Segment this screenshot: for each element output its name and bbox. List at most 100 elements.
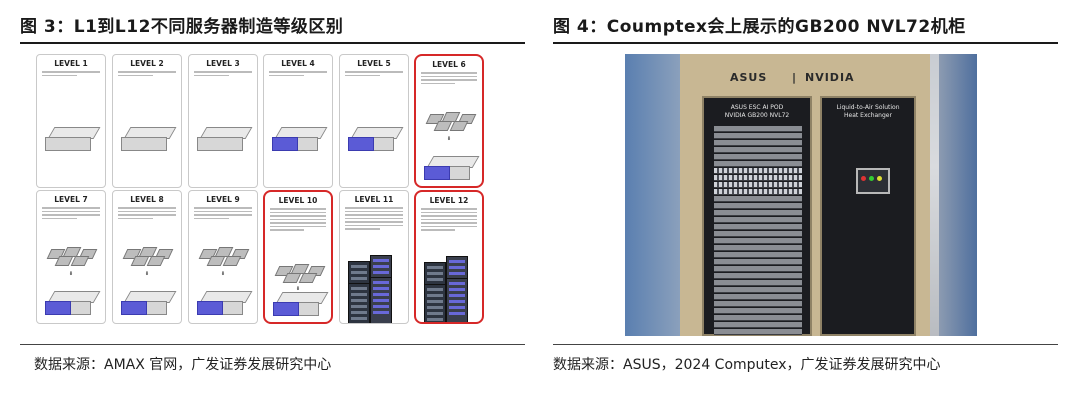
server-chassis-icon xyxy=(197,291,253,315)
right-rack-door: Liquid-to-Air Solution Heat Exchanger xyxy=(820,96,916,336)
level-card-title: LEVEL 11 xyxy=(354,195,394,204)
level-card-description xyxy=(269,71,327,76)
server-chassis-icon xyxy=(121,291,177,315)
down-arrow-icon: ⬇ xyxy=(68,271,74,277)
figure-4-bottom-rule xyxy=(553,344,1058,345)
server-chassis-icon xyxy=(45,291,101,315)
server-chassis-icon xyxy=(272,127,328,151)
server-chassis-icon xyxy=(45,127,101,151)
server-chassis-icon xyxy=(424,156,480,180)
left-door-label-line-2: NVIDIA GB200 NVL72 xyxy=(724,112,790,119)
server-tray xyxy=(714,329,802,335)
right-door-label-line-1: Liquid-to-Air Solution xyxy=(836,104,900,111)
level-card-description xyxy=(42,207,100,219)
server-tray xyxy=(714,273,802,279)
level-card-title: LEVEL 1 xyxy=(54,59,88,68)
server-tray xyxy=(714,196,802,202)
server-tray xyxy=(714,133,802,139)
server-tray xyxy=(714,154,802,160)
server-tray xyxy=(714,161,802,167)
left-rack-door: ASUS ESC AI POD NVIDIA GB200 NVL72 xyxy=(702,96,812,336)
level-card-title: LEVEL 4 xyxy=(281,59,315,68)
server-tray xyxy=(714,322,802,328)
server-tray xyxy=(714,140,802,146)
server-chassis-icon xyxy=(197,127,253,151)
level-card-7: LEVEL 7 ⬇ xyxy=(36,190,106,324)
right-door-label-line-2: Heat Exchanger xyxy=(844,112,892,119)
level-card-12: LEVEL 12 xyxy=(414,190,484,324)
level-card-1: LEVEL 1 xyxy=(36,54,106,188)
server-tray xyxy=(714,182,802,188)
server-tray xyxy=(714,224,802,230)
down-arrow-icon: ⬇ xyxy=(446,136,452,142)
server-tray xyxy=(714,287,802,293)
server-tray xyxy=(714,189,802,195)
level-card-description xyxy=(345,207,403,230)
level-card-title: LEVEL 6 xyxy=(432,60,466,69)
level-card-description xyxy=(421,72,477,84)
component-parts-icon xyxy=(198,247,250,266)
server-tray xyxy=(714,259,802,265)
rack-icon xyxy=(446,278,468,322)
server-tray xyxy=(714,315,802,321)
level-card-description xyxy=(194,207,252,219)
level-card-title: LEVEL 10 xyxy=(278,196,318,205)
level-card-title: LEVEL 9 xyxy=(206,195,240,204)
server-tray xyxy=(714,168,802,174)
component-parts-icon xyxy=(122,247,174,266)
level-card-title: LEVEL 2 xyxy=(130,59,164,68)
level-card-6: LEVEL 6 ⬇ xyxy=(414,54,484,188)
level-card-description xyxy=(421,208,477,231)
green-indicator-icon xyxy=(869,176,874,181)
heat-exchanger-control-panel xyxy=(856,168,890,194)
nvidia-logo: NVIDIA xyxy=(805,71,855,84)
down-arrow-icon: ⬇ xyxy=(220,271,226,277)
red-indicator-icon xyxy=(861,176,866,181)
server-tray xyxy=(714,266,802,272)
component-parts-icon xyxy=(46,247,98,266)
server-tray xyxy=(714,245,802,251)
level-card-description xyxy=(118,207,176,219)
level-card-3: LEVEL 3 xyxy=(188,54,258,188)
component-parts-icon xyxy=(425,112,477,131)
logo-separator: | xyxy=(792,71,798,84)
server-tray xyxy=(714,217,802,223)
level-card-description xyxy=(118,71,176,76)
level-card-10: LEVEL 10 ⬇ xyxy=(263,190,333,324)
level-card-description xyxy=(345,71,403,76)
server-tray xyxy=(714,238,802,244)
server-level-grid: LEVEL 1 LEVEL 2 LEVEL 3 LEVEL 4 LEVEL 5 LEVEL… xyxy=(36,52,486,334)
figure-3-source: 数据来源：AMAX 官网，广发证券发展研究中心 xyxy=(34,357,332,373)
cabinet-frame: ASUS | NVIDIA ASUS ESC AI POD NVIDIA GB2… xyxy=(680,54,930,336)
left-door-label-line-1: ASUS ESC AI POD xyxy=(730,104,784,111)
figure-3-title-rule xyxy=(20,42,525,44)
rack-icon xyxy=(370,277,392,323)
level-card-description xyxy=(194,71,252,76)
server-tray xyxy=(714,280,802,286)
figure-3-bottom-rule xyxy=(20,344,525,345)
server-chassis-icon xyxy=(348,127,404,151)
level-card-description xyxy=(42,71,100,76)
figure-3-title: 图 3：L1到L12不同服务器制造等级区别 xyxy=(20,17,344,37)
figure-4-source: 数据来源：ASUS，2024 Computex，广发证券发展研究中心 xyxy=(553,357,941,373)
component-parts-icon xyxy=(274,264,326,283)
server-tray xyxy=(714,308,802,314)
server-tray xyxy=(714,301,802,307)
down-arrow-icon: ⬇ xyxy=(295,286,301,292)
level-card-5: LEVEL 5 xyxy=(339,54,409,188)
server-tray xyxy=(714,175,802,181)
level-card-title: LEVEL 12 xyxy=(429,196,469,205)
level-card-title: LEVEL 5 xyxy=(357,59,391,68)
rack-icon xyxy=(348,283,370,323)
asus-logo: ASUS xyxy=(730,71,768,84)
booth-background-left xyxy=(625,54,685,336)
figure-4-title: 图 4：Coumptex会上展示的GB200 NVL72机柜 xyxy=(553,17,966,37)
server-tray xyxy=(714,252,802,258)
figure-4-title-rule xyxy=(553,42,1058,44)
level-card-4: LEVEL 4 xyxy=(263,54,333,188)
level-card-title: LEVEL 7 xyxy=(54,195,88,204)
level-card-title: LEVEL 3 xyxy=(206,59,240,68)
booth-background-right xyxy=(939,54,977,336)
server-tray xyxy=(714,147,802,153)
gb200-cabinet-photo: ASUS | NVIDIA ASUS ESC AI POD NVIDIA GB2… xyxy=(625,54,977,336)
